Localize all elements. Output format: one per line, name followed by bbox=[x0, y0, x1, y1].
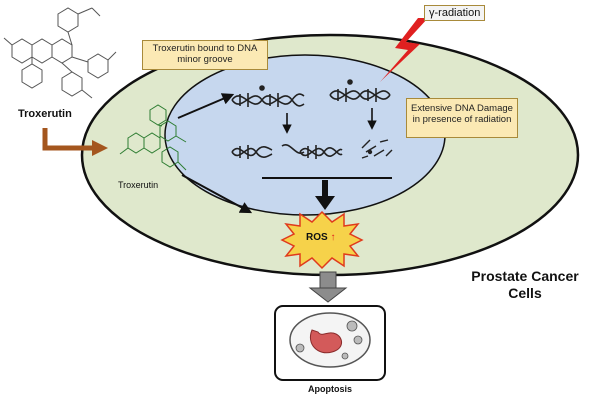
dna-fragments bbox=[361, 139, 393, 159]
minor-groove-callout: Troxerutin bound to DNA minor groove bbox=[142, 40, 268, 70]
cell-nucleus bbox=[164, 54, 446, 216]
arrow-to-nucleus bbox=[177, 93, 235, 119]
troxerutin-structure-label: Troxerutin bbox=[18, 108, 72, 120]
ros-burst-icon bbox=[280, 210, 364, 270]
arrow-to-ros-shaft bbox=[322, 180, 328, 198]
block-arrow-head bbox=[308, 287, 348, 303]
block-arrow-shaft bbox=[319, 271, 337, 289]
ros-label: ROS ↑ bbox=[306, 232, 335, 243]
troxerutin-structure-icon bbox=[3, 7, 117, 99]
dna-damage-callout: Extensive DNA Damage in presence of radi… bbox=[406, 98, 518, 138]
troxerutin-molecule-label: Troxerutin bbox=[118, 180, 159, 190]
arrow-to-ros-head bbox=[315, 196, 335, 210]
cell-type-label-line1: Prostate Cancer bbox=[471, 268, 579, 284]
dna-helix-damaged-1 bbox=[231, 143, 343, 159]
dna-helix-2 bbox=[329, 79, 391, 102]
entry-arrow-head bbox=[92, 140, 108, 156]
arrow-to-ros bbox=[181, 174, 253, 214]
ros-increase-arrow-icon: ↑ bbox=[330, 232, 336, 243]
ros-text: ROS bbox=[306, 232, 328, 243]
apoptosis-label: Apoptosis bbox=[308, 384, 352, 394]
entry-arrow bbox=[42, 128, 92, 151]
dna-helix-1 bbox=[231, 85, 305, 107]
radiation-label: γ-radiation bbox=[424, 5, 486, 21]
cell-type-label: Prostate Cancer Cells bbox=[470, 268, 580, 302]
cell-type-label-line2: Cells bbox=[508, 285, 542, 301]
troxerutin-molecule-icon bbox=[119, 104, 187, 171]
apoptotic-bodies-icon bbox=[295, 320, 363, 360]
apoptotic-nucleus-icon bbox=[310, 329, 342, 354]
